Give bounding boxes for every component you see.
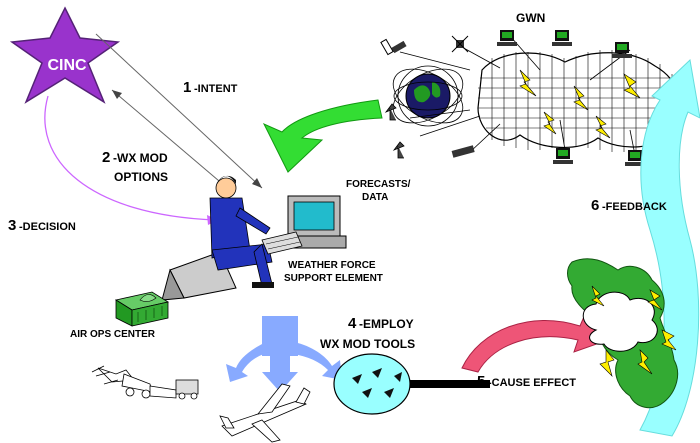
forecasts-label-line1: FORECASTS/: [346, 179, 411, 190]
step-2-label-line1: -WX MOD: [113, 151, 168, 165]
wfse-label-line1: WEATHER FORCE: [288, 260, 376, 271]
target-area-map-icon: [567, 258, 679, 409]
options-arrow: [111, 89, 233, 193]
network-lightning: [519, 69, 641, 139]
cinc-label: CINC: [47, 57, 87, 74]
wx-mod-tool-icon: [333, 353, 490, 415]
step-5-label: -CAUSE EFFECT: [488, 377, 576, 389]
globe-icon: [392, 65, 464, 127]
cinc-node: CINC: [9, 6, 121, 104]
satellite-icon: [380, 35, 469, 56]
forecasts-label-line2: DATA: [362, 192, 388, 203]
step-1-label: -INTENT: [194, 83, 238, 95]
step-4-label-line2: WX MOD TOOLS: [320, 337, 415, 351]
aircraft-icon: [219, 383, 311, 443]
workstation-computer-icon: [261, 195, 347, 255]
intent-arrow: [95, 33, 263, 189]
step-3-label: -DECISION: [19, 221, 76, 233]
wfse-label-line2: SUPPORT ELEMENT: [284, 273, 383, 284]
step-6-label: -FEEDBACK: [602, 201, 667, 213]
step-6-number: 6: [591, 197, 599, 214]
ground-vehicles-icon: [91, 365, 199, 400]
gwn-network: GWN: [380, 11, 686, 166]
network-computer-icon: [497, 30, 645, 166]
forecasts-green-arrow: [262, 99, 383, 173]
cinc-star-icon: [9, 6, 121, 104]
step-4-label-line1: -EMPLOY: [359, 317, 414, 331]
network-links: [399, 35, 637, 161]
air-ops-label: AIR OPS CENTER: [70, 329, 156, 340]
operator-icon: [209, 175, 274, 288]
radar-icon: [384, 103, 475, 159]
step-2-number: 2: [102, 149, 110, 166]
operator-workstation: [161, 175, 347, 301]
gwn-label: GWN: [516, 11, 545, 25]
step-1-number: 1: [183, 79, 191, 96]
storm-lightning: [591, 285, 677, 378]
step-3-number: 3: [8, 217, 16, 234]
step-4-number: 4: [348, 315, 357, 332]
step-2-label-line2: OPTIONS: [114, 170, 168, 184]
air-ops-center-icon: [114, 291, 170, 327]
step-5-number: 5: [477, 373, 485, 390]
employ-blue-arrows: [226, 316, 342, 392]
